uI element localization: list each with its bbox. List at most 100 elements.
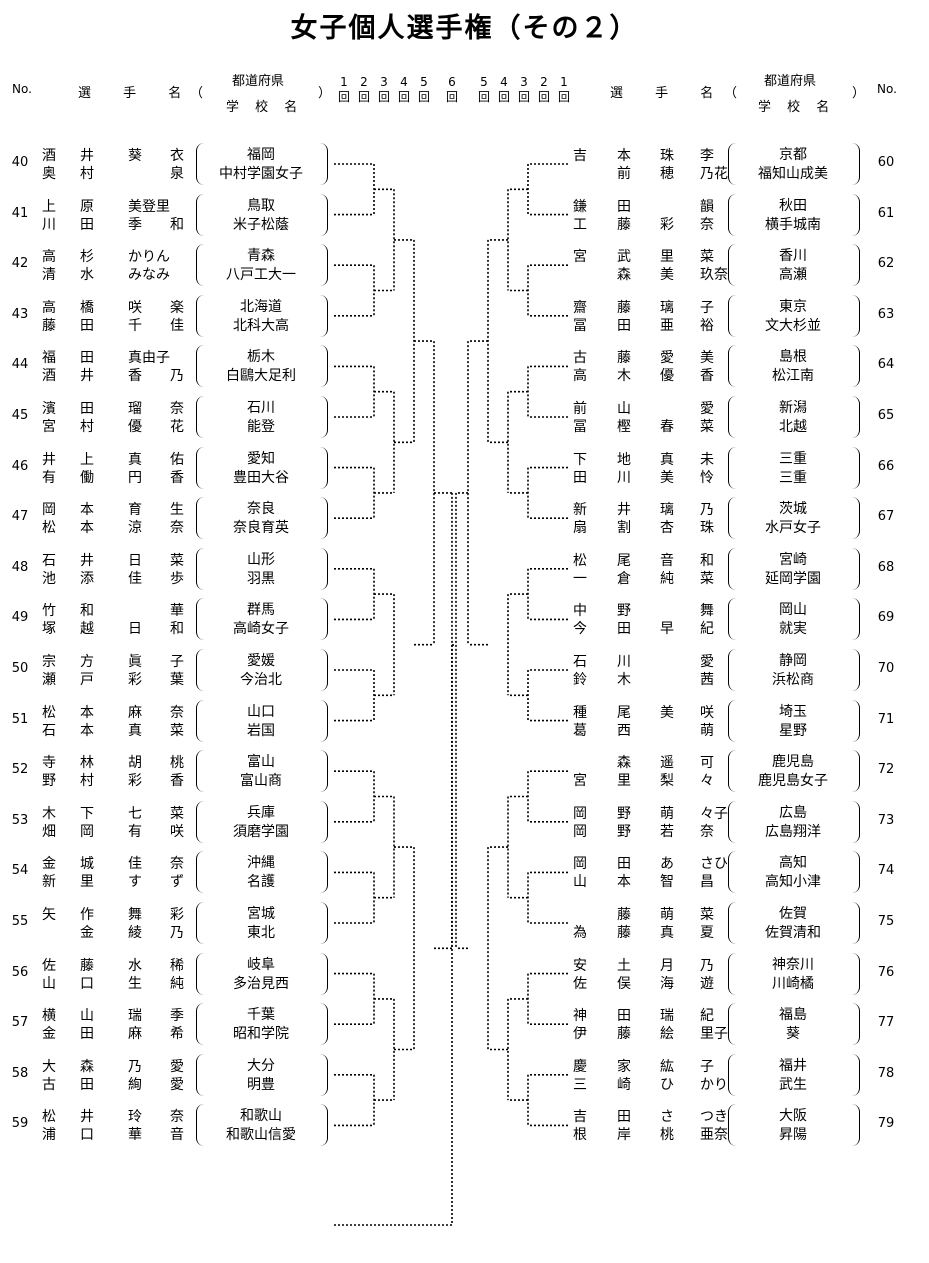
- prefecture: 富山: [247, 754, 275, 771]
- name-part: 扇: [573, 520, 587, 537]
- entry-number: 63: [877, 306, 895, 322]
- school-bracket-open: [728, 497, 736, 540]
- school-name: 富山商: [240, 773, 282, 790]
- name-part: 季: [170, 1008, 184, 1025]
- entry-number: 52: [11, 762, 29, 778]
- school-bracket-open: [196, 649, 204, 691]
- name-part: 愛: [700, 401, 714, 417]
- name-part: 璃: [660, 299, 674, 316]
- name-part: 鈴: [573, 672, 587, 688]
- name-part: 家: [617, 1058, 631, 1075]
- name-part: ひ: [660, 1076, 674, 1093]
- name-part: 海: [660, 975, 674, 992]
- school-bracket-open: [196, 244, 204, 287]
- school-bracket-close: [852, 143, 860, 185]
- name-part: 田: [617, 1109, 631, 1126]
- name-part: 浦: [42, 1127, 56, 1144]
- name-part: 藤: [617, 907, 631, 923]
- name-part: 田: [80, 401, 94, 417]
- school-bracket-open: [728, 193, 736, 236]
- round-number: 6: [448, 75, 456, 89]
- school-bracket-close: [852, 1003, 860, 1046]
- name-part: 乃: [170, 368, 184, 385]
- name-part: 岡: [80, 823, 94, 840]
- name-part: 山: [617, 401, 631, 417]
- entry-number: 72: [877, 762, 895, 778]
- name-part: 藤: [617, 216, 631, 233]
- name-part: 木: [617, 672, 631, 688]
- school-bracket-close: [852, 497, 860, 540]
- school-name: 三重: [779, 469, 807, 486]
- name-part: 真: [660, 925, 674, 941]
- name-part: 華: [170, 603, 184, 620]
- school-name: 佐賀清和: [765, 925, 821, 941]
- name-part: 村: [80, 419, 94, 435]
- school-bracket-open: [196, 497, 204, 540]
- school-bracket-open: [728, 649, 736, 691]
- name-part: 遥: [660, 755, 674, 772]
- school-bracket-close: [852, 345, 860, 388]
- name-part: 昌: [700, 874, 714, 891]
- name-part: 美: [660, 704, 674, 721]
- name-part: かりん: [128, 249, 170, 266]
- name-part: 佳: [128, 856, 142, 873]
- entry-number: 58: [11, 1065, 29, 1081]
- name-part: 杉: [80, 249, 94, 266]
- school-name: 豊田大谷: [233, 469, 289, 486]
- name-part: 菜: [700, 907, 714, 923]
- name-part: 子: [700, 299, 714, 316]
- name-part: 里: [660, 249, 674, 266]
- school-bracket-open: [728, 699, 736, 742]
- entry-number: 48: [11, 559, 29, 575]
- name-part: 上: [42, 198, 56, 215]
- name-part: 本: [80, 704, 94, 721]
- name-part: 寺: [42, 755, 56, 772]
- name-part: 宗: [42, 654, 56, 670]
- name-part: つき: [700, 1109, 728, 1126]
- name-part: 音: [660, 552, 674, 569]
- round-unit: 回: [537, 90, 550, 104]
- entry-number: 42: [11, 256, 29, 272]
- entry-number: 73: [877, 812, 895, 828]
- name-part: 根: [573, 1127, 587, 1144]
- name-part: 水: [128, 957, 142, 974]
- entry-number: 40: [11, 155, 29, 170]
- name-part: 亜: [660, 317, 674, 334]
- entry-number: 67: [877, 509, 895, 525]
- name-part: 城: [80, 856, 94, 873]
- name-part: 三: [573, 1076, 587, 1093]
- prefecture: 福島: [779, 1007, 807, 1024]
- name-part: 鎌: [573, 198, 587, 215]
- name-part: 絢: [128, 1076, 142, 1093]
- name-part: 楽: [170, 299, 184, 316]
- prefecture: 山口: [247, 703, 275, 720]
- name-part: 彩: [128, 773, 142, 790]
- entry-number: 69: [877, 610, 895, 626]
- name-part: 菜: [700, 249, 714, 266]
- name-part: 福: [42, 350, 56, 367]
- school-name: 白鷗大足利: [226, 368, 296, 385]
- school-bracket-close: [320, 800, 328, 843]
- name-part: 清: [42, 267, 56, 284]
- school-name: 福知山成美: [758, 166, 828, 182]
- school-name: 中村学園女子: [219, 166, 303, 182]
- school-name: 能登: [247, 419, 275, 435]
- name-part: 泉: [170, 166, 184, 182]
- name-part: 下: [80, 805, 94, 822]
- school-bracket-close: [852, 1053, 860, 1096]
- name-part: 美: [700, 350, 714, 367]
- name-part: 咲: [700, 704, 714, 721]
- name-part: 愛: [170, 1058, 184, 1075]
- name-part: 紀: [700, 621, 714, 638]
- school-bracket-close: [320, 1104, 328, 1147]
- name-part: 田: [80, 317, 94, 334]
- name-part: 橋: [80, 299, 94, 316]
